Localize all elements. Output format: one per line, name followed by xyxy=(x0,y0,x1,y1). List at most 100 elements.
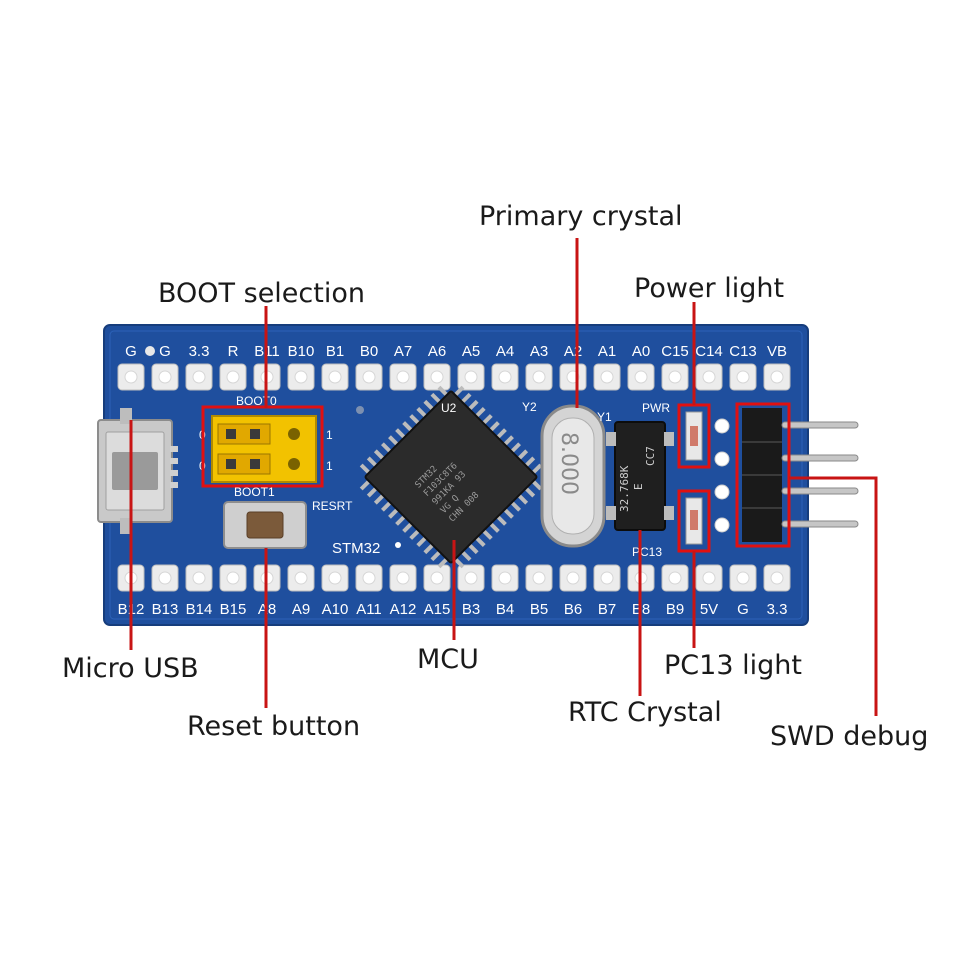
u2-silk-label: U2 xyxy=(441,401,457,415)
rtc-marking-line-3: CC7 xyxy=(644,446,657,466)
micro-usb-connector xyxy=(97,408,178,534)
top-hole xyxy=(532,370,546,384)
bottom-hole xyxy=(294,571,308,585)
top-pin-label: G xyxy=(159,343,171,360)
callout-pc13-light: PC13 light xyxy=(664,650,802,681)
bottom-pin-label: A15 xyxy=(424,601,451,618)
top-hole xyxy=(294,370,308,384)
mcu-chip: U2 STM32 F103C8T6 991KA 93 VG Q CHN 008 xyxy=(359,385,543,569)
callout-micro-usb: Micro USB xyxy=(62,653,199,684)
leader-lines xyxy=(129,238,878,716)
bottom-hole xyxy=(532,571,546,585)
bottom-pin-label: B5 xyxy=(530,601,548,618)
bottom-pin-label: B6 xyxy=(564,601,582,618)
y2-silk-label: Y2 xyxy=(522,400,537,414)
bottom-hole xyxy=(328,571,342,585)
reset-switch: RESRT STM32 xyxy=(223,499,401,557)
top-pin-header xyxy=(117,363,791,391)
callout-reset-button: Reset button xyxy=(187,711,360,742)
pwr-silk-label: PWR xyxy=(642,401,670,415)
pc13-led xyxy=(685,497,703,545)
top-hole xyxy=(634,370,648,384)
reset-silk-label: RESRT xyxy=(312,499,353,513)
top-pin-label: A0 xyxy=(632,343,650,360)
top-hole xyxy=(668,370,682,384)
top-pin-label: 3.3 xyxy=(189,343,210,360)
jumper-1-label-b: 1 xyxy=(326,459,333,473)
callout-power-light: Power light xyxy=(634,273,784,304)
bottom-hole xyxy=(600,571,614,585)
bottom-hole xyxy=(566,571,580,585)
top-hole xyxy=(702,370,716,384)
callout-labels: Primary crystal BOOT selection Power lig… xyxy=(62,201,928,752)
callout-rtc-crystal: RTC Crystal xyxy=(568,697,722,728)
stm32-silk-label: STM32 xyxy=(332,540,380,557)
bottom-pin-label: A9 xyxy=(292,601,310,618)
jumper-1-label-a: 1 xyxy=(326,428,333,442)
callout-boot-selection: BOOT selection xyxy=(158,278,365,309)
power-led xyxy=(685,411,703,461)
boot-selection-highlight xyxy=(201,405,324,488)
top-hole xyxy=(362,370,376,384)
rtc-marking-line-1: 32.768K xyxy=(618,465,631,512)
top-hole xyxy=(158,370,172,384)
bottom-hole xyxy=(158,571,172,585)
top-pin-label: A4 xyxy=(496,343,514,360)
top-hole xyxy=(736,370,750,384)
top-pin-label: A3 xyxy=(530,343,548,360)
crystal-marking: 8.000 xyxy=(556,432,581,495)
bottom-hole xyxy=(192,571,206,585)
top-pin-label: A1 xyxy=(598,343,616,360)
rtc-marking-line-2: E xyxy=(632,483,645,490)
bottom-hole xyxy=(668,571,682,585)
bottom-hole xyxy=(226,571,240,585)
bottom-hole xyxy=(464,571,478,585)
top-pin-label: VB xyxy=(767,343,787,360)
mcu-pin xyxy=(509,442,522,454)
bottom-pin-label: B15 xyxy=(220,601,247,618)
bottom-pin-label: G xyxy=(737,601,749,618)
top-hole xyxy=(600,370,614,384)
boot1-label: BOOT1 xyxy=(234,485,275,499)
bottom-pin-label: 5V xyxy=(700,601,718,618)
top-hole xyxy=(430,370,444,384)
top-hole xyxy=(328,370,342,384)
bottom-pin-label: B7 xyxy=(598,601,616,618)
top-pin-label: A7 xyxy=(394,343,412,360)
top-pin-label: B0 xyxy=(360,343,378,360)
bottom-hole xyxy=(430,571,444,585)
top-hole xyxy=(396,370,410,384)
callout-swd-debug: SWD debug xyxy=(770,721,928,752)
bottom-pin-label: A12 xyxy=(390,601,417,618)
pc13-silk-label: PC13 xyxy=(632,545,662,559)
y1-silk-label: Y1 xyxy=(597,410,612,424)
swd-debug-highlight xyxy=(735,402,791,548)
bottom-hole xyxy=(770,571,784,585)
callout-mcu: MCU xyxy=(417,644,479,675)
bottom-hole xyxy=(702,571,716,585)
bottom-pin-label: 3.3 xyxy=(767,601,788,618)
top-hole xyxy=(770,370,784,384)
top-pin-label: B1 xyxy=(326,343,344,360)
bottom-hole xyxy=(498,571,512,585)
swd-header xyxy=(714,408,859,542)
top-pin-label: A6 xyxy=(428,343,446,360)
top-pin-label: A2 xyxy=(564,343,582,360)
bottom-pin-label: A11 xyxy=(356,601,382,618)
top-pin-label: C14 xyxy=(695,343,723,360)
rtc-crystal: Y1 32.768K E CC7 xyxy=(597,410,674,531)
bottom-pin-label: B9 xyxy=(666,601,684,618)
bottom-pin-label: B14 xyxy=(186,601,213,618)
bottom-pin-label: B3 xyxy=(462,601,480,618)
bottom-pin-label: A10 xyxy=(322,601,349,618)
top-hole xyxy=(124,370,138,384)
top-pin-label: G xyxy=(125,343,137,360)
bottom-pin-label: B13 xyxy=(152,601,179,618)
bottom-hole xyxy=(396,571,410,585)
bottom-pin-header xyxy=(117,564,791,592)
bottom-pin-label: B4 xyxy=(496,601,514,618)
primary-crystal: Y2 8.000 xyxy=(522,400,606,548)
